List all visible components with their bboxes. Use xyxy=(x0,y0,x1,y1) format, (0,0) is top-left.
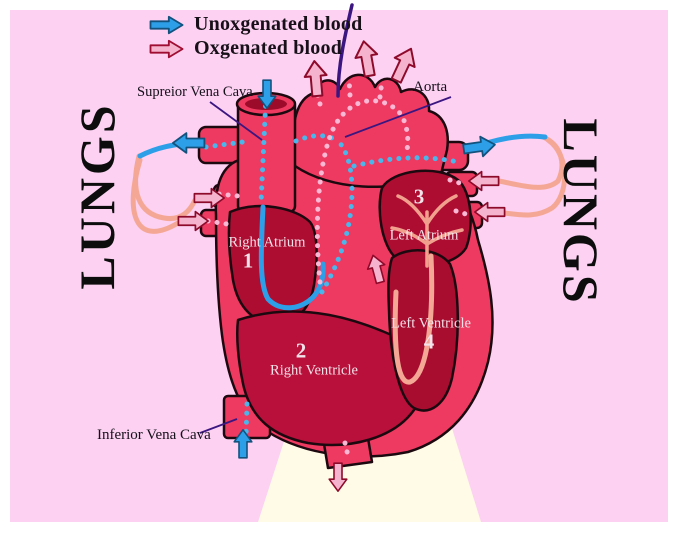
left-ventricle-label: Left Ventricle xyxy=(391,315,471,332)
left-ventricle-flow-line xyxy=(392,253,435,385)
right-atrium-label: Right Atrium xyxy=(228,234,306,251)
left-ventricle-shape xyxy=(387,249,460,412)
right-ventricle-label: Right Ventricle xyxy=(270,362,358,379)
inferior-vena-cava-label: Inferior Vena Cava xyxy=(97,427,211,443)
oxygenated-loop-lines xyxy=(130,134,568,234)
aorta-label: Aorta xyxy=(413,79,448,95)
right-atrium-number: 1 xyxy=(242,248,254,273)
legend-item-unoxygenated: Unoxgenated blood xyxy=(148,13,362,36)
lungs-label-left: LUNGS xyxy=(69,102,125,290)
unoxygenated-arrow-icon xyxy=(149,15,184,34)
legend: Unoxgenated blood Oxgenated blood xyxy=(148,13,362,60)
legend-label-oxygenated: Oxgenated blood xyxy=(194,37,343,59)
right-ventricle-number: 2 xyxy=(295,338,307,363)
left-atrium-number: 3 xyxy=(413,184,425,209)
legend-label-unoxygenated: Unoxgenated blood xyxy=(194,13,363,35)
heart-chambers xyxy=(227,169,472,447)
label-pointer-lines xyxy=(199,96,452,434)
left-atrium-label: Left Atrium xyxy=(389,227,459,244)
right-ventricle-shape xyxy=(236,310,427,447)
unoxygenated-dotted-paths xyxy=(203,94,461,439)
left-atrium-vein-branches xyxy=(390,194,464,268)
right-atrium-shape xyxy=(227,204,318,326)
superior-vena-cava-label: Supreior Vena Cava xyxy=(137,84,253,100)
legend-item-oxygenated: Oxgenated blood xyxy=(148,37,362,60)
oxygenated-arrow-icon xyxy=(149,39,184,58)
top-purple-curve xyxy=(336,3,354,98)
left-ventricle-number: 4 xyxy=(423,329,435,354)
lungs-label-right: LUNGS xyxy=(553,118,609,306)
